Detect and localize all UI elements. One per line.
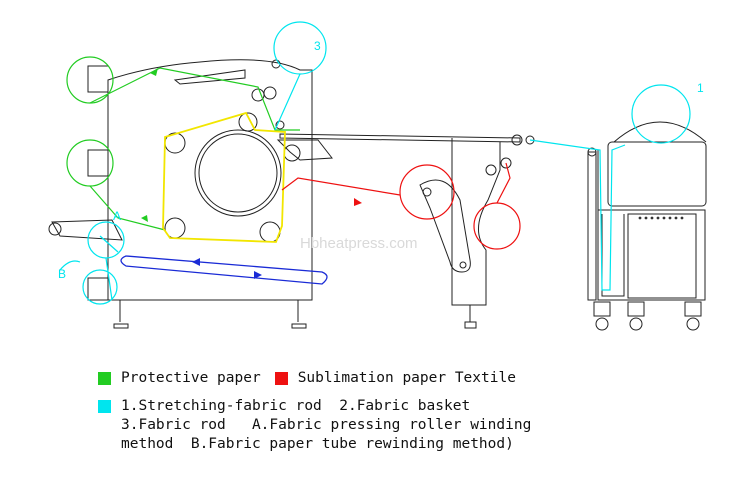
stretching-rod-1 [631,84,691,144]
blue-arrow-1 [192,258,200,266]
swing-arm [419,179,471,273]
stand-top [87,65,108,93]
rod-post [587,151,597,301]
callout-1: 1 [697,81,704,95]
drum-inner [198,133,278,213]
note-text-1: 1.Stretching-fabric rod 2.Fabric basket [121,398,471,414]
red-arrow [354,198,362,206]
blue-belt [120,255,328,285]
cabinet-inner [601,214,625,297]
fabric-path [105,73,626,301]
protective-path-bottom [89,185,166,231]
top-housing [607,141,707,207]
protective-path-top [89,67,300,131]
sublimation-roll-1 [399,164,455,220]
left-feed-arm [51,219,123,241]
watermark: Hbheatpress.com [300,235,418,252]
right-cabinet [597,150,706,301]
casters [593,301,702,331]
nose-bar [276,139,333,161]
legend-notes: 1.Stretching-fabric rod 2.Fabric basket … [98,397,531,454]
left-feed-roller [48,222,62,236]
post-top [587,147,597,157]
protective-roll-top [66,56,114,104]
stand-mid [87,149,108,177]
foot-left [113,300,129,329]
right-stand-foot [464,305,477,329]
note-line-3: method B.Fabric paper tube rewinding met… [121,436,514,452]
guide-roller-1 [275,120,285,130]
arm-roller-3 [511,134,523,146]
note-line-2: 3.Fabric rod A.Fabric pressing roller wi… [121,417,532,433]
note-line-1: 1.Stretching-fabric rod 2.Fabric basket [98,397,531,416]
sublimation-paper-swatch [274,371,288,385]
heating-drum [194,129,282,217]
yellow-belt [162,111,286,243]
machine-diagram: Hbheatpress.com 1 3 A B [48,21,707,331]
protective-paper-swatch [98,371,111,385]
color-legend: Protective paper Sublimation paper Texti… [98,368,516,388]
roller-pair-b [263,86,277,100]
right-stand [451,138,501,306]
main-frame [107,59,313,301]
sublimation-paper-label: Sublimation paper Textile [297,369,516,386]
fabric-swatch [98,400,111,413]
long-table [279,133,521,143]
legend-row: Protective paper Sublimation paper Texti… [98,368,516,388]
roller-top-right [238,112,258,132]
callout-b: B [58,267,66,281]
sublimation-roll-2 [473,202,521,250]
arm-pivot [459,261,467,269]
green-arrow-2 [141,215,148,222]
control-dots [638,216,684,220]
blue-arrow-2 [254,271,262,279]
arm-hub [422,187,432,197]
foot-right [291,300,307,329]
fabric-path-b [59,260,81,271]
top-slot [173,69,246,85]
fabric-roll-b [82,269,118,305]
fabric-path-c [99,235,119,253]
cabinet-panel [627,213,697,299]
green-arrow-1 [150,68,158,76]
sublimation-path [281,162,511,204]
callout-a: A [113,209,121,223]
stand-low [87,277,108,301]
callout-3: 3 [314,39,321,53]
arm-roller-2 [500,157,512,169]
protective-roll-mid [66,139,114,187]
housing-dome [613,121,707,143]
arm-roller-1 [485,164,497,176]
protective-paper-label: Protective paper [121,369,261,386]
